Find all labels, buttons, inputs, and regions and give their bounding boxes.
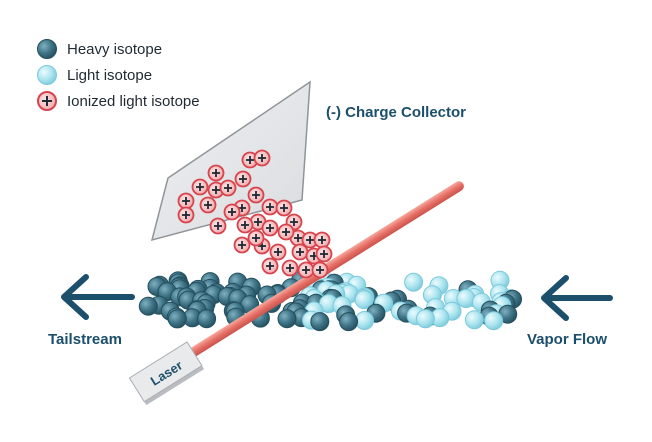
light-isotope-particle [355, 311, 374, 330]
light-isotope-icon [37, 65, 57, 85]
ionized-light-isotope-particle [219, 179, 237, 197]
heavy-isotope-particle [167, 309, 187, 329]
ionized-light-isotope-particle [261, 198, 279, 216]
legend-label-light: Light isotope [67, 66, 153, 84]
tailstream-label: Tailstream [48, 331, 122, 348]
ionized-light-isotope-particle [249, 213, 267, 231]
ionized-light-isotope-particle [277, 223, 295, 241]
ionized-light-isotope-particle [191, 178, 209, 196]
legend-label-heavy: Heavy isotope [67, 40, 163, 58]
ionized-light-isotope-particle [275, 199, 293, 217]
ionized-light-isotope-particle [236, 216, 254, 234]
ionized-light-isotope-particle [207, 181, 225, 199]
heavy-isotope-particle [277, 309, 297, 329]
heavy-isotope-particle [197, 309, 217, 329]
ionized-isotope-icon [37, 91, 57, 111]
ionized-light-isotope-particle [233, 236, 251, 254]
ionized-light-isotope-particle [247, 186, 265, 204]
charge-collector-label: (-) Charge Collector [326, 104, 467, 121]
light-isotope-particle [404, 272, 424, 292]
ionized-light-isotope-particle [253, 149, 271, 167]
ionized-light-isotope-particle [241, 151, 259, 169]
ionized-light-isotope-particle [234, 170, 252, 188]
ionized-light-isotope-particle [247, 229, 265, 247]
heavy-isotope-particle [310, 312, 330, 332]
heavy-isotope-particle [138, 296, 158, 316]
ionized-light-isotope-particle [261, 219, 279, 237]
light-isotope-particle [456, 289, 476, 308]
ionized-light-isotope-particle [177, 206, 195, 224]
ionized-light-isotope-particle [199, 196, 217, 214]
ionized-light-isotope-particle [209, 217, 227, 235]
laser-emitter: Laser [128, 341, 205, 406]
legend-item-heavy: Heavy isotope [36, 36, 200, 62]
ionized-light-isotope-particle [223, 203, 241, 221]
ionized-light-isotope-particle [291, 243, 309, 261]
legend-item-ionized: Ionized light isotope [36, 88, 200, 114]
heavy-isotope-icon [37, 39, 57, 59]
ionized-light-isotope-particle [313, 231, 331, 249]
laser-beam [160, 181, 464, 375]
left-arrow-icon [61, 274, 135, 320]
light-isotope-particle [415, 309, 435, 329]
ionized-light-isotope-particle [177, 192, 195, 210]
light-isotope-particle [464, 310, 484, 330]
ionized-light-isotope-particle [207, 164, 225, 182]
ionized-light-isotope-particle [281, 259, 299, 277]
heavy-isotope-particle [339, 312, 359, 332]
light-isotope-particle [354, 290, 374, 310]
vapor-flow-label: Vapor Flow [527, 331, 608, 348]
legend-label-ionized: Ionized light isotope [67, 92, 200, 110]
ionized-light-isotope-particle [315, 245, 333, 263]
legend-item-light: Light isotope [36, 62, 200, 88]
ionized-light-isotope-particle [269, 243, 287, 261]
vapor-stream [138, 270, 522, 332]
ionized-light-isotope-particle [297, 261, 315, 279]
ionized-light-isotope-particle [261, 257, 279, 275]
light-isotope-particle [484, 311, 504, 331]
ionized-particles [177, 149, 333, 279]
legend: Heavy isotope Light isotope Ionized ligh… [36, 36, 200, 114]
incoming-arrow-icon [541, 275, 613, 321]
ionized-light-isotope-particle [311, 261, 329, 279]
